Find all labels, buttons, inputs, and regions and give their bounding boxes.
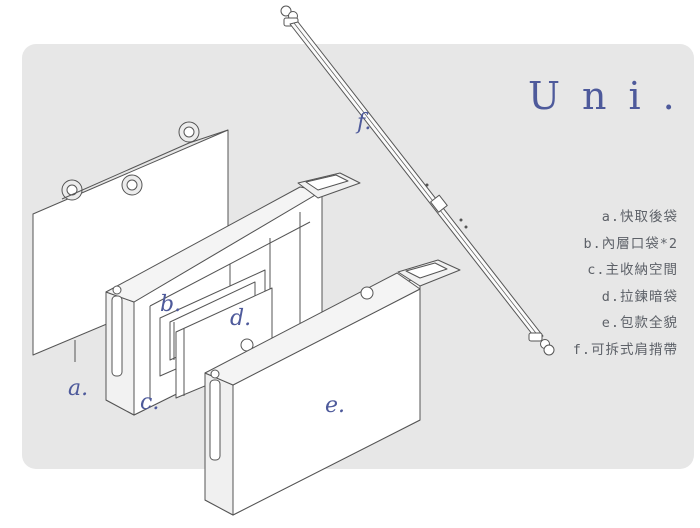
legend-item-a: a.快取後袋 (601, 209, 678, 225)
full-bag (204, 259, 461, 516)
marker-a: a. (68, 376, 89, 401)
brand-title: Uni. (528, 74, 697, 118)
marker-e: e. (325, 393, 346, 418)
marker-f: f. (357, 110, 372, 135)
detachable-strap (280, 5, 555, 356)
marker-b: b. (160, 292, 182, 317)
legend-item-b: b.內層口袋*2 (583, 235, 678, 252)
legend-item-e: e.包款全貌 (601, 315, 678, 331)
legend-item-d: d.拉鍊暗袋 (601, 288, 678, 305)
legend-item-c: c.主收納空間 (587, 262, 678, 278)
feature-legend: a.快取後袋 b.內層口袋*2 c.主收納空間 d.拉鍊暗袋 e.包款全貌 f.… (458, 204, 678, 363)
marker-d: d. (230, 306, 252, 331)
legend-item-f: f.可拆式肩揹帶 (572, 341, 678, 358)
back-pocket-panel (32, 121, 229, 362)
marker-c: c. (140, 390, 160, 415)
